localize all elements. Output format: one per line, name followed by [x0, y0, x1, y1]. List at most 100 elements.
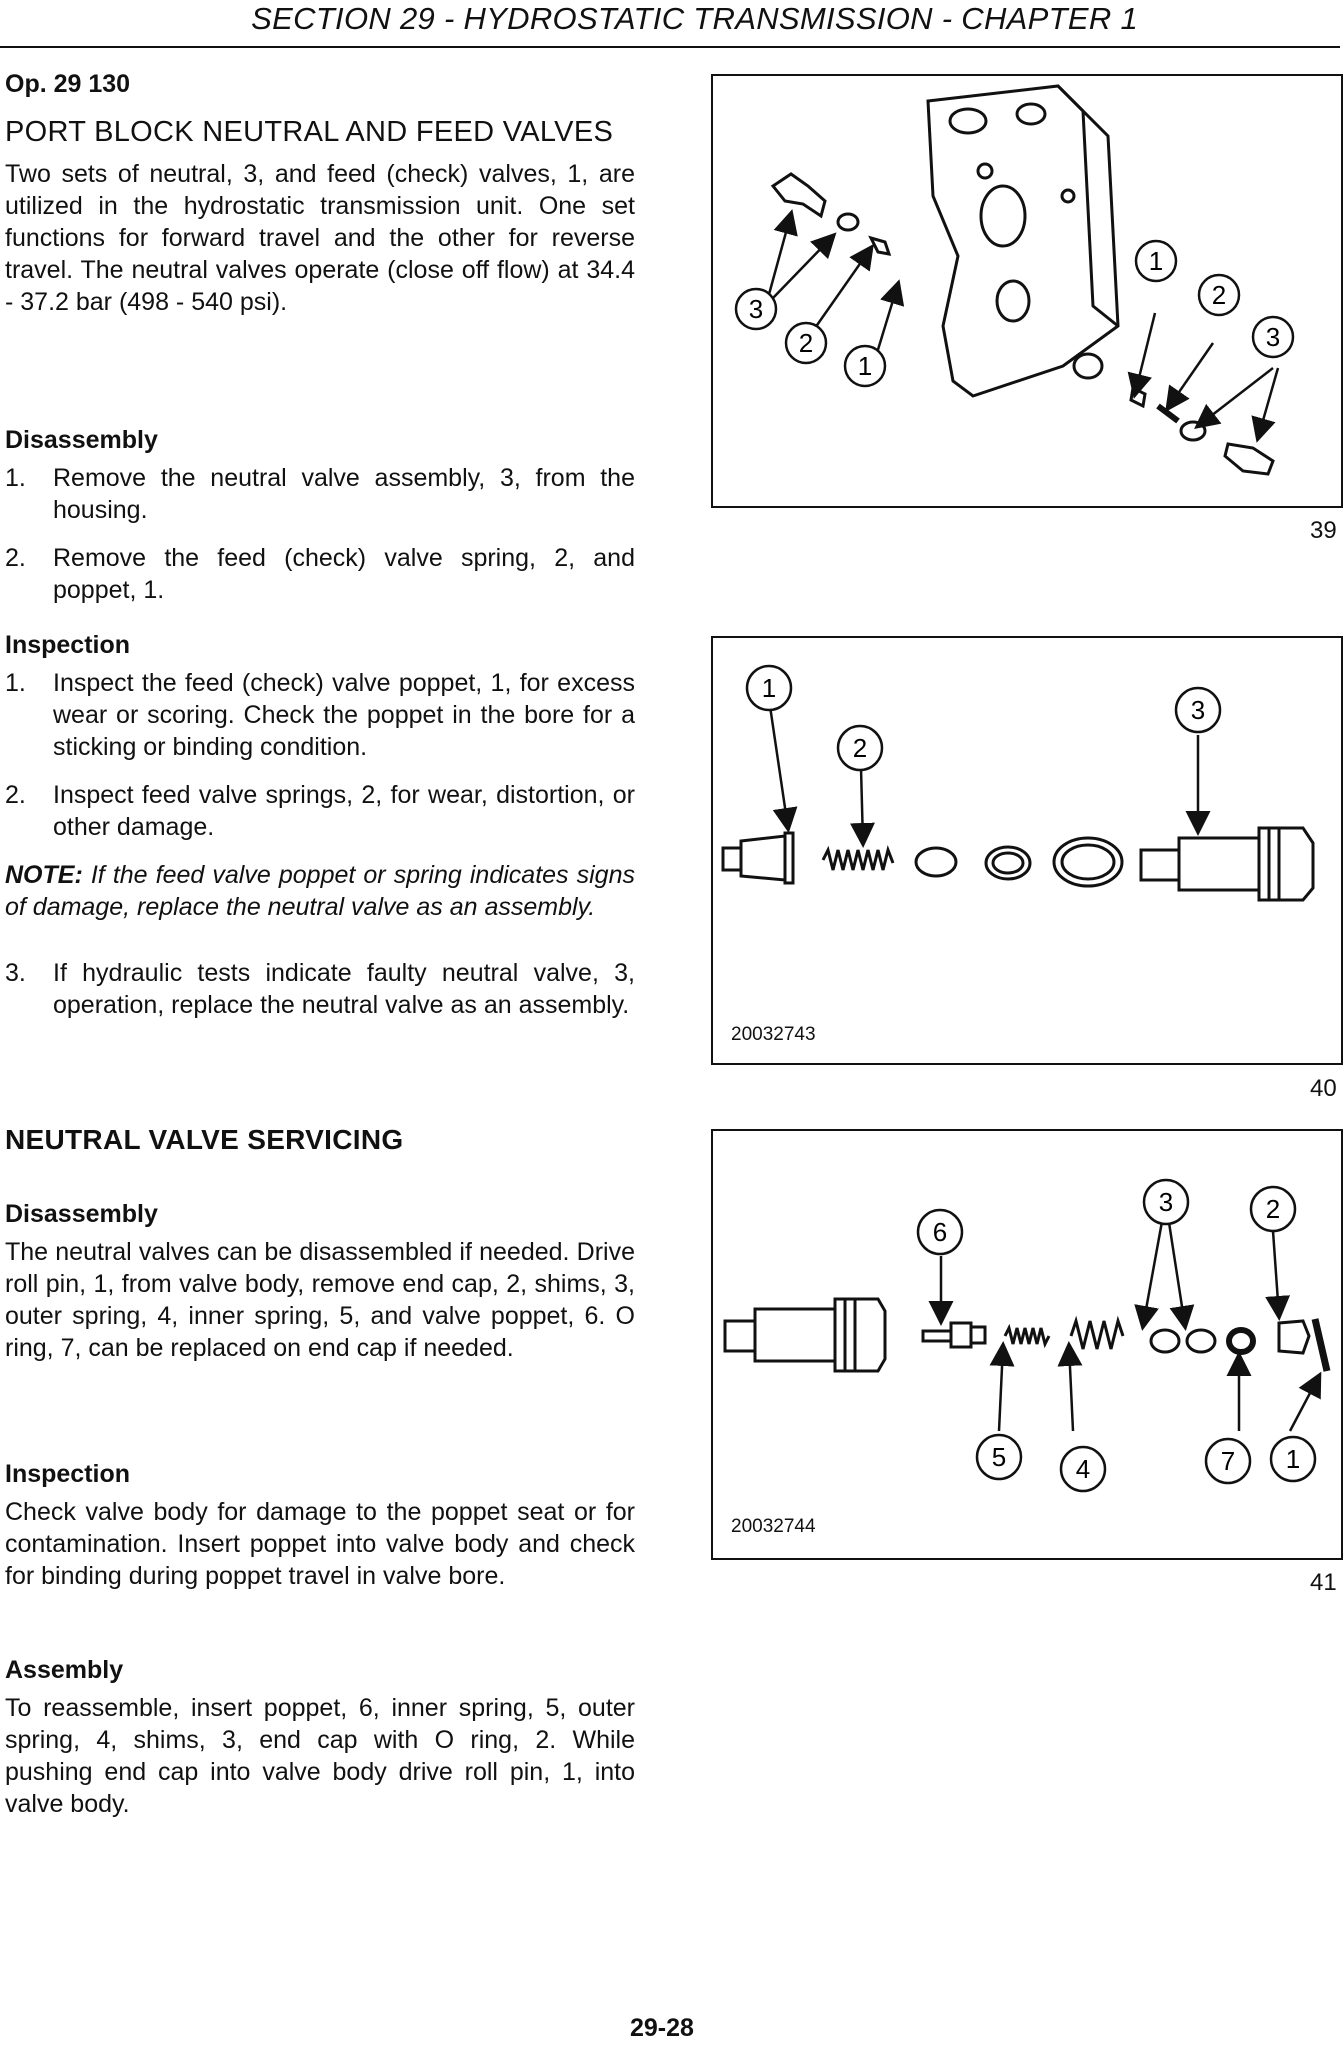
valve-body-part	[723, 1297, 887, 1373]
poppet-part	[721, 831, 795, 885]
end-cap-part	[1277, 1319, 1311, 1355]
svg-text:2: 2	[853, 733, 867, 763]
disassembly-step-2: 2. Remove the feed (check) valve spring,…	[5, 542, 635, 606]
svg-text:1: 1	[762, 673, 776, 703]
svg-text:2: 2	[1212, 280, 1226, 310]
svg-text:6: 6	[933, 1217, 947, 1247]
figure-41-callouts: 6 3 2 5 4 7 1	[916, 1178, 1317, 1493]
step-text: Remove the feed (check) valve spring, 2,…	[53, 544, 635, 604]
svg-text:1: 1	[1149, 246, 1163, 276]
callout-7: 7	[1204, 1437, 1252, 1485]
svg-text:4: 4	[1076, 1454, 1090, 1484]
callout-3-left: 3	[734, 287, 778, 331]
inspection-note: NOTE: If the feed valve poppet or spring…	[5, 859, 635, 923]
assembly-text: To reassemble, insert poppet, 6, inner s…	[5, 1694, 635, 1818]
inspection-step-1: 1. Inspect the feed (check) valve poppet…	[5, 667, 635, 763]
callout-3-right: 3	[1251, 315, 1295, 359]
step-text: If hydraulic tests indicate faulty neutr…	[53, 959, 635, 1019]
svg-text:2: 2	[799, 328, 813, 358]
step-number: 3.	[5, 959, 26, 987]
step-text: Remove the neutral valve assembly, 3, fr…	[53, 464, 635, 524]
callout-1-right: 1	[1134, 239, 1178, 283]
inspection-heading: Inspection	[5, 631, 131, 659]
inspection-text: Check valve body for damage to the poppe…	[5, 1498, 635, 1590]
callout-1-left: 1	[843, 344, 887, 388]
callout-3: 3	[1174, 686, 1222, 734]
spring-part	[821, 845, 895, 871]
note-text: If the feed valve poppet or spring indic…	[5, 861, 635, 921]
figure-40-code: 20032743	[731, 1024, 816, 1045]
left-valve-parts	[770, 172, 892, 256]
note-label: NOTE:	[5, 861, 83, 889]
callout-5: 5	[975, 1433, 1023, 1481]
shim-part-1	[1149, 1328, 1181, 1354]
valve-poppet-part	[921, 1321, 987, 1349]
callout-2-left: 2	[784, 321, 828, 365]
inspection-heading: Inspection	[5, 1460, 131, 1488]
port-block-illustration: 3 2 1 1 2 3	[734, 84, 1295, 476]
o-ring-part	[914, 846, 958, 878]
neutral-valve-exploded-illustration: 6 3 2 5 4 7 1	[723, 1178, 1331, 1493]
callout-4: 4	[1059, 1445, 1107, 1493]
neutral-assembly: Assembly To reassemble, insert poppet, 6…	[5, 1654, 635, 1820]
roll-pin-part	[1311, 1318, 1331, 1372]
callout-2-right: 2	[1197, 273, 1241, 317]
svg-text:3: 3	[749, 294, 763, 324]
feed-valve-illustration: 1 2 3	[721, 664, 1315, 902]
neutral-disassembly: Disassembly The neutral valves can be di…	[5, 1198, 635, 1364]
inspection-step-3: 3. If hydraulic tests indicate faulty ne…	[5, 957, 635, 1021]
port-block-section: PORT BLOCK NEUTRAL AND FEED VALVES Two s…	[5, 114, 635, 318]
figure-41-number: 41	[1310, 1569, 1337, 1596]
svg-text:2: 2	[1266, 1194, 1280, 1224]
port-block-intro: Two sets of neutral, 3, and feed (check)…	[5, 160, 635, 316]
step-text: Inspect feed valve springs, 2, for wear,…	[53, 781, 635, 841]
figure-40-callouts: 1 2 3	[745, 664, 1222, 772]
shim-part-2	[1185, 1328, 1217, 1354]
figure-39-number: 39	[1310, 517, 1337, 544]
port-block-title: PORT BLOCK NEUTRAL AND FEED VALVES	[5, 116, 614, 148]
step-text: Inspect the feed (check) valve poppet, 1…	[53, 669, 635, 761]
callout-6: 6	[916, 1208, 964, 1256]
figure-41: 6 3 2 5 4 7 1 20032744	[711, 1129, 1343, 1560]
neutral-servicing-title: NEUTRAL VALVE SERVICING	[5, 1124, 404, 1155]
svg-text:5: 5	[992, 1442, 1006, 1472]
figure-41-code: 20032744	[731, 1516, 816, 1537]
inspection-step-2: 2. Inspect feed valve springs, 2, for we…	[5, 779, 635, 843]
o-ring-part	[1226, 1327, 1256, 1355]
port-block-inspection: Inspection 1. Inspect the feed (check) v…	[5, 629, 635, 1021]
disassembly-heading: Disassembly	[5, 1200, 158, 1228]
page-number: 29-28	[630, 2014, 694, 2042]
step-number: 2.	[5, 544, 26, 572]
figure-39-callouts: 3 2 1 1 2 3	[734, 239, 1295, 388]
right-valve-parts	[1129, 385, 1275, 476]
step-number: 1.	[5, 464, 26, 492]
step-number: 2.	[5, 781, 26, 809]
callout-1: 1	[1269, 1435, 1317, 1483]
figure-40-number: 40	[1310, 1075, 1337, 1102]
disassembly-step-1: 1. Remove the neutral valve assembly, 3,…	[5, 462, 635, 526]
neutral-inspection: Inspection Check valve body for damage t…	[5, 1458, 635, 1592]
port-block-disassembly: Disassembly 1. Remove the neutral valve …	[5, 424, 635, 606]
neutral-servicing-section: NEUTRAL VALVE SERVICING	[5, 1122, 635, 1158]
callout-2: 2	[1249, 1185, 1297, 1233]
page-header: SECTION 29 - HYDROSTATIC TRANSMISSION - …	[0, 0, 1340, 48]
step-number: 1.	[5, 669, 26, 697]
svg-text:3: 3	[1159, 1187, 1173, 1217]
figure-39: 3 2 1 1 2 3	[711, 74, 1343, 508]
port-block-housing	[926, 84, 1120, 398]
disassembly-heading: Disassembly	[5, 426, 158, 454]
svg-text:1: 1	[1286, 1444, 1300, 1474]
outer-spring-part	[1069, 1315, 1125, 1350]
svg-text:1: 1	[858, 351, 872, 381]
callout-1: 1	[745, 664, 793, 712]
disassembly-text: The neutral valves can be disassembled i…	[5, 1238, 635, 1362]
operation-number: Op. 29 130	[5, 70, 131, 98]
figure-40: 1 2 3 20032743	[711, 636, 1343, 1065]
svg-text:3: 3	[1191, 695, 1205, 725]
assembly-heading: Assembly	[5, 1656, 124, 1684]
svg-text:3: 3	[1266, 322, 1280, 352]
callout-2: 2	[836, 724, 884, 772]
callout-3: 3	[1142, 1178, 1190, 1226]
svg-text:7: 7	[1221, 1446, 1235, 1476]
neutral-valve-part	[1139, 826, 1315, 902]
